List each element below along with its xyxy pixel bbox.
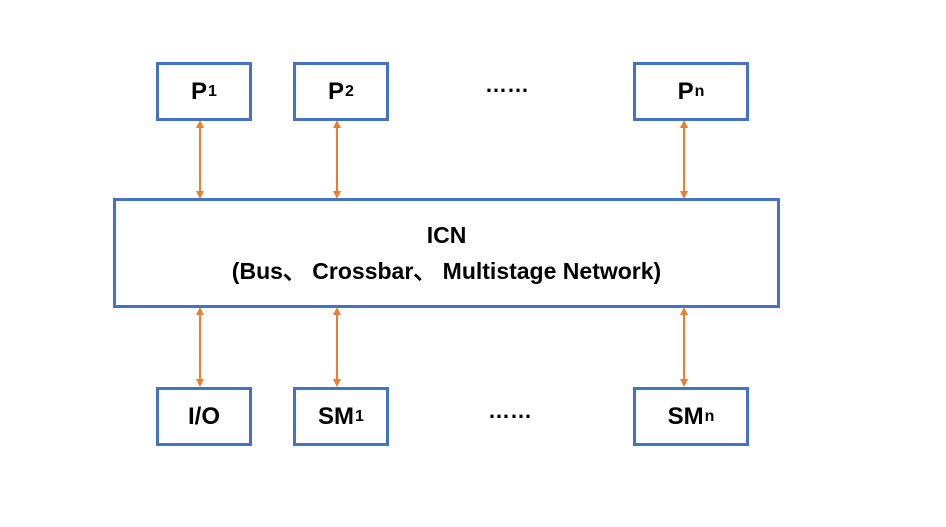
box-label: P [677,77,694,105]
bottom-ellipsis: …… [488,398,532,423]
box-label: P [191,77,208,105]
icn-box: ICN (Bus、 Crossbar、 Multistage Network) [113,198,780,308]
top-ellipsis: …… [485,72,529,97]
box-label: P [328,77,345,105]
icn-title: ICN [426,222,467,248]
box-label: SM [318,402,355,430]
io-box: I/O [156,387,252,446]
box-label: SM [667,402,704,430]
box-label: I/O [187,402,220,430]
icn-subtitle: (Bus、 Crossbar、 Multistage Network) [231,258,662,284]
